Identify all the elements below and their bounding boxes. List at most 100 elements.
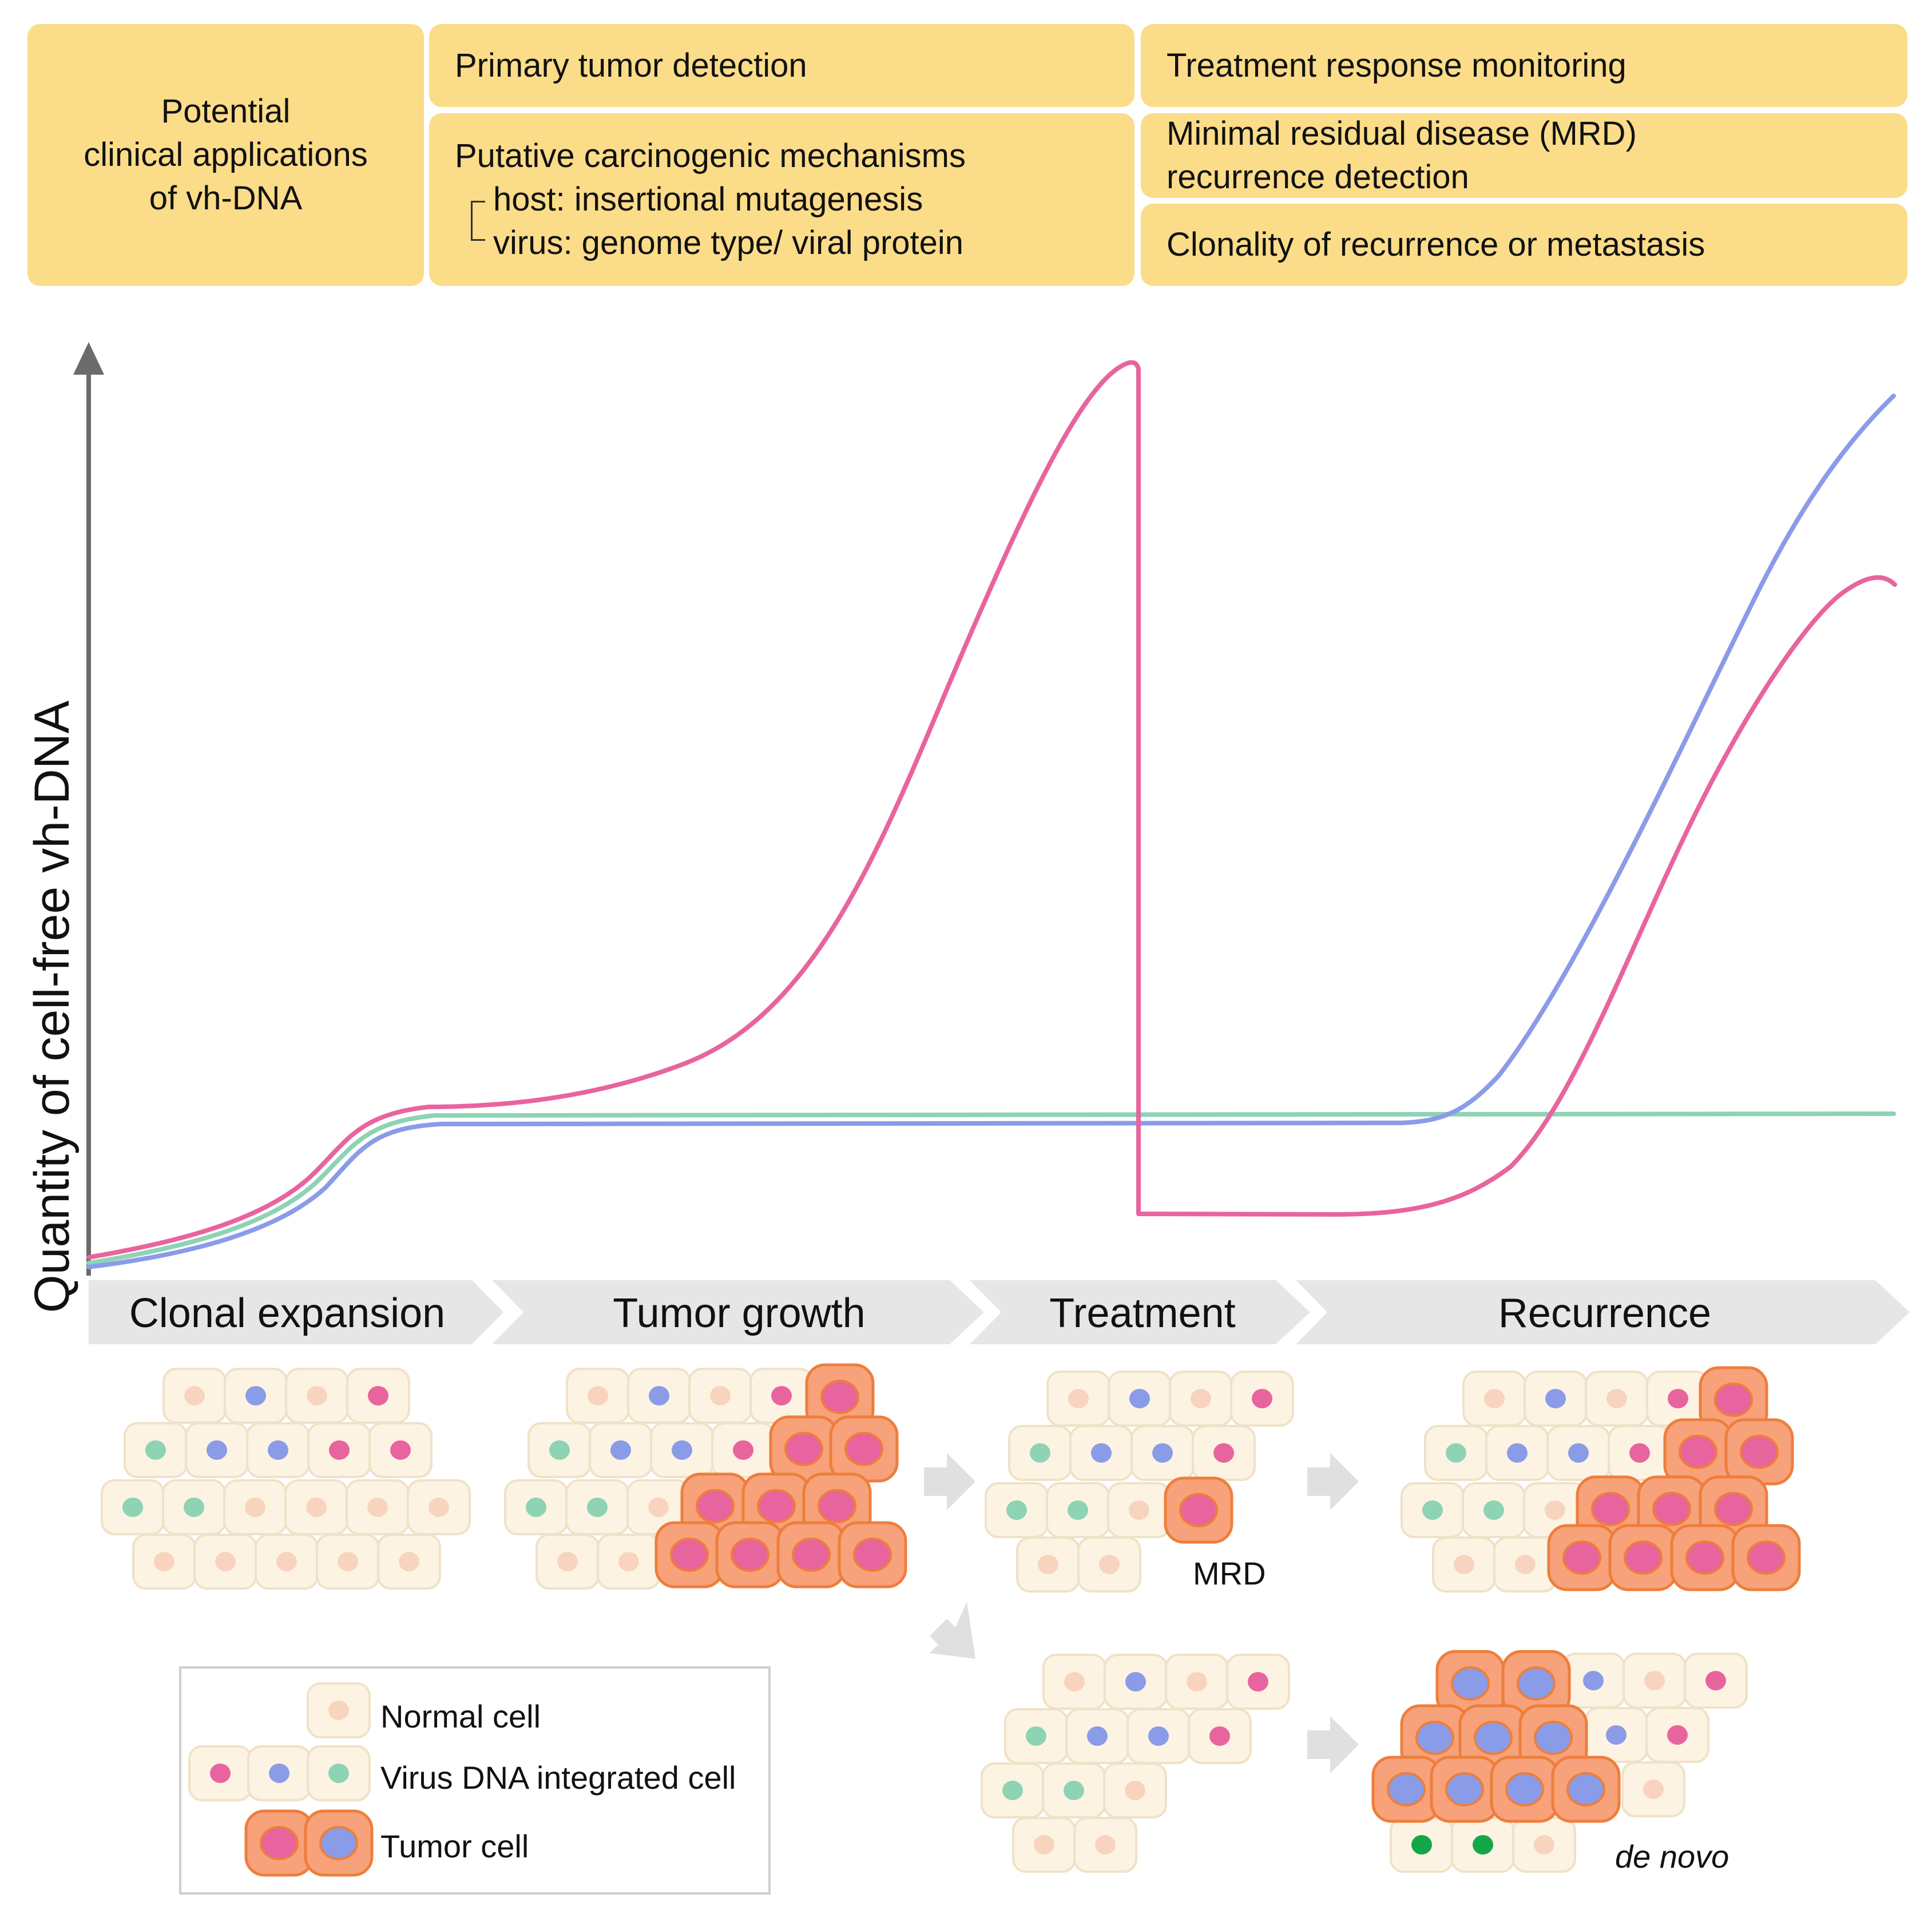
normal-cell (307, 1682, 371, 1738)
cell-nucleus (154, 1552, 174, 1571)
cell-nucleus (1507, 1443, 1528, 1463)
cell-nucleus (1148, 1726, 1169, 1746)
tumor-cell-nucleus (319, 1826, 358, 1860)
tumor-cell (244, 1809, 314, 1877)
pink-virus-cell (1608, 1425, 1672, 1481)
clonality-box: Clonality of recurrence or metastasis (1141, 204, 1907, 286)
cell-nucleus (1087, 1726, 1108, 1746)
mechanisms-box: Putative carcinogenic mechanisms host: i… (429, 113, 1134, 286)
cell-nucleus (269, 1764, 289, 1783)
normal-cell (284, 1479, 348, 1535)
mrd-detection-label: Minimal residual disease (MRD) recurrenc… (1167, 115, 1637, 196)
cell-nucleus (1129, 1389, 1150, 1408)
cell-nucleus (1209, 1726, 1230, 1746)
pink-virus-cell (749, 1368, 814, 1424)
normal-cell (407, 1479, 471, 1535)
cell-nucleus (1473, 1835, 1493, 1855)
normal-cell (1621, 1761, 1685, 1817)
green-virus-cell (124, 1422, 188, 1478)
normal-cell (1077, 1536, 1141, 1593)
cell-nucleus (1125, 1781, 1145, 1800)
cell-nucleus (672, 1440, 692, 1460)
cell-nucleus (710, 1386, 731, 1405)
pink-virus-cell (307, 1422, 371, 1478)
tumor-cell-nucleus (1740, 1435, 1779, 1469)
tumor-cell-nucleus (1505, 1772, 1544, 1806)
normal-cell (1103, 1762, 1167, 1818)
cell-nucleus (587, 1498, 608, 1517)
tumor-cell (304, 1809, 374, 1877)
cell-nucleus (588, 1386, 608, 1405)
tumor-cell-nucleus (853, 1538, 892, 1572)
pink-curve (86, 360, 1897, 1260)
normal-cell (535, 1534, 600, 1590)
pink-virus-cell (1684, 1653, 1748, 1709)
cell-nucleus (368, 1386, 388, 1405)
normal-cell (132, 1534, 196, 1590)
primary-detection-box: Primary tumor detection (429, 24, 1134, 107)
normal-cell (162, 1368, 227, 1424)
tumor-cell (1164, 1476, 1233, 1544)
cell-nucleus (1454, 1555, 1474, 1574)
tumor-cell-nucleus (757, 1489, 796, 1523)
cell-nucleus (1006, 1500, 1027, 1520)
blue-virus-cell (247, 1745, 311, 1801)
tumor-cell-nucleus (1451, 1666, 1490, 1701)
cell-nucleus (1422, 1500, 1443, 1520)
de-novo-cell (1390, 1817, 1454, 1873)
cell-nucleus (1213, 1443, 1234, 1463)
tumor-cell-nucleus (1562, 1540, 1601, 1575)
cell-nucleus (1483, 1500, 1504, 1520)
normal-cell (1012, 1817, 1076, 1873)
cell-nucleus (557, 1552, 578, 1571)
cell-nucleus (1129, 1500, 1149, 1520)
pink-virus-cell (711, 1422, 775, 1478)
normal-cell (1107, 1482, 1171, 1538)
stage-label-treatment: Treatment (1049, 1290, 1235, 1336)
blue-virus-cell (1584, 1707, 1648, 1763)
cell-nucleus (390, 1440, 411, 1460)
cell-nucleus (610, 1440, 631, 1460)
blue-virus-cell (1485, 1425, 1549, 1481)
mechanisms-title: Putative carcinogenic mechanisms (455, 137, 966, 174)
cell-nucleus (1606, 1389, 1627, 1408)
cell-nucleus (367, 1498, 388, 1517)
treatment-monitoring-label: Treatment response monitoring (1167, 46, 1626, 84)
cell-nucleus (1034, 1835, 1054, 1855)
stage-clonal-expansion (89, 1280, 503, 1344)
normal-cell (1585, 1371, 1649, 1427)
green-virus-cell (1462, 1482, 1526, 1538)
green-virus-cell (162, 1479, 226, 1535)
tumor-cell-nucleus (1179, 1493, 1218, 1527)
legend-tumor-label: Tumor cell (380, 1828, 529, 1864)
arrow-to-de-novo (1307, 1716, 1359, 1773)
cell-nucleus (338, 1552, 358, 1571)
cell-nucleus (1484, 1389, 1505, 1408)
tumor-cell-nucleus (670, 1538, 709, 1572)
cell-nucleus (1095, 1835, 1116, 1855)
blue-virus-cell (224, 1368, 288, 1424)
green-virus-cell (1424, 1425, 1488, 1481)
mechanisms-host: host: insertional mutagenesis (493, 181, 923, 218)
normal-cell (597, 1534, 661, 1590)
cell-nucleus (306, 1498, 327, 1517)
stage-treatment (970, 1280, 1310, 1344)
cell-nucleus (1026, 1726, 1046, 1746)
tumor-cell (1731, 1524, 1801, 1591)
cell-nucleus (1545, 1500, 1565, 1520)
cell-nucleus (1667, 1725, 1688, 1745)
tumor-cell-nucleus (1685, 1540, 1724, 1575)
green-virus-cell (527, 1422, 592, 1478)
arrow-to-treatment (924, 1453, 975, 1510)
tumor-cell (1547, 1524, 1617, 1591)
normal-cell (1493, 1536, 1557, 1593)
normal-cell (1169, 1371, 1233, 1427)
cell-nucleus (1252, 1389, 1272, 1408)
blue-virus-cell (1130, 1425, 1195, 1481)
tumor-cell (1430, 1756, 1499, 1823)
normal-cell (1165, 1654, 1229, 1710)
cell-nucleus (1125, 1672, 1146, 1691)
normal-cell (223, 1479, 287, 1535)
blue-virus-cell (1524, 1371, 1588, 1427)
